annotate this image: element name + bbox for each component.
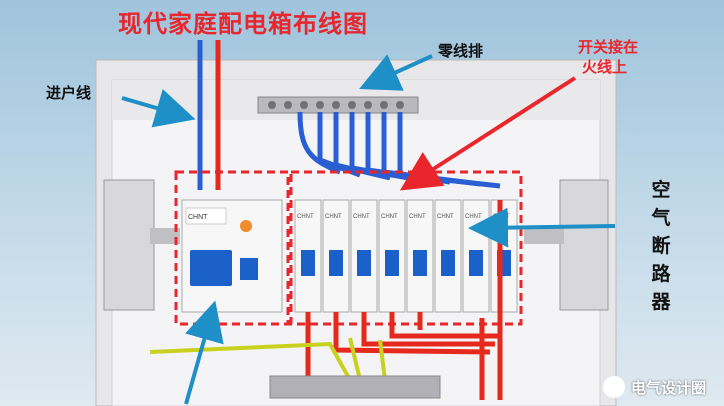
svg-text:CHNT: CHNT xyxy=(325,214,342,220)
svg-text:CHNT: CHNT xyxy=(381,214,398,220)
right-rail-end xyxy=(524,228,564,244)
svg-text:CHNT: CHNT xyxy=(437,214,454,220)
rcd-test-toggle xyxy=(240,258,258,280)
incoming-line-arrow xyxy=(121,88,196,128)
neutral-bar-screws xyxy=(268,101,404,109)
neutral-bar-arrow xyxy=(359,54,433,91)
air-breaker-label: 空气断路器 xyxy=(651,179,671,313)
svg-text:CHNT: CHNT xyxy=(465,214,482,220)
watermark: 电气设计圈 xyxy=(602,376,706,398)
test-button xyxy=(240,220,252,232)
diagram-title: 现代家庭配电箱布线图 xyxy=(118,10,368,38)
switch-live-label-1: 开关接在 xyxy=(578,38,639,56)
live-switch-arrow xyxy=(399,76,577,191)
main-breaker-brand: CHNT xyxy=(188,214,208,221)
watermark-text: 电气设计圈 xyxy=(630,378,706,397)
main-group-outline xyxy=(174,170,290,326)
svg-text:CHNT: CHNT xyxy=(409,214,426,220)
left-bracket xyxy=(103,179,155,311)
neutral-bar-label: 零线排 xyxy=(438,42,484,60)
air-breaker-arrow xyxy=(468,207,616,248)
main-breaker-toggle xyxy=(190,250,232,286)
earth-bar xyxy=(269,375,441,399)
right-bracket xyxy=(559,179,609,311)
incoming-line-label: 进户线 xyxy=(46,84,92,102)
svg-text:CHNT: CHNT xyxy=(297,214,314,220)
earth-wires xyxy=(149,337,387,381)
left-rail-end xyxy=(150,228,180,244)
switch-live-label-2: 火线上 xyxy=(582,58,628,76)
main-breaker-arrow xyxy=(184,300,224,405)
branch-group-outline xyxy=(289,170,523,326)
svg-text:CHNT: CHNT xyxy=(353,214,370,220)
chat-logo-icon xyxy=(602,376,625,398)
